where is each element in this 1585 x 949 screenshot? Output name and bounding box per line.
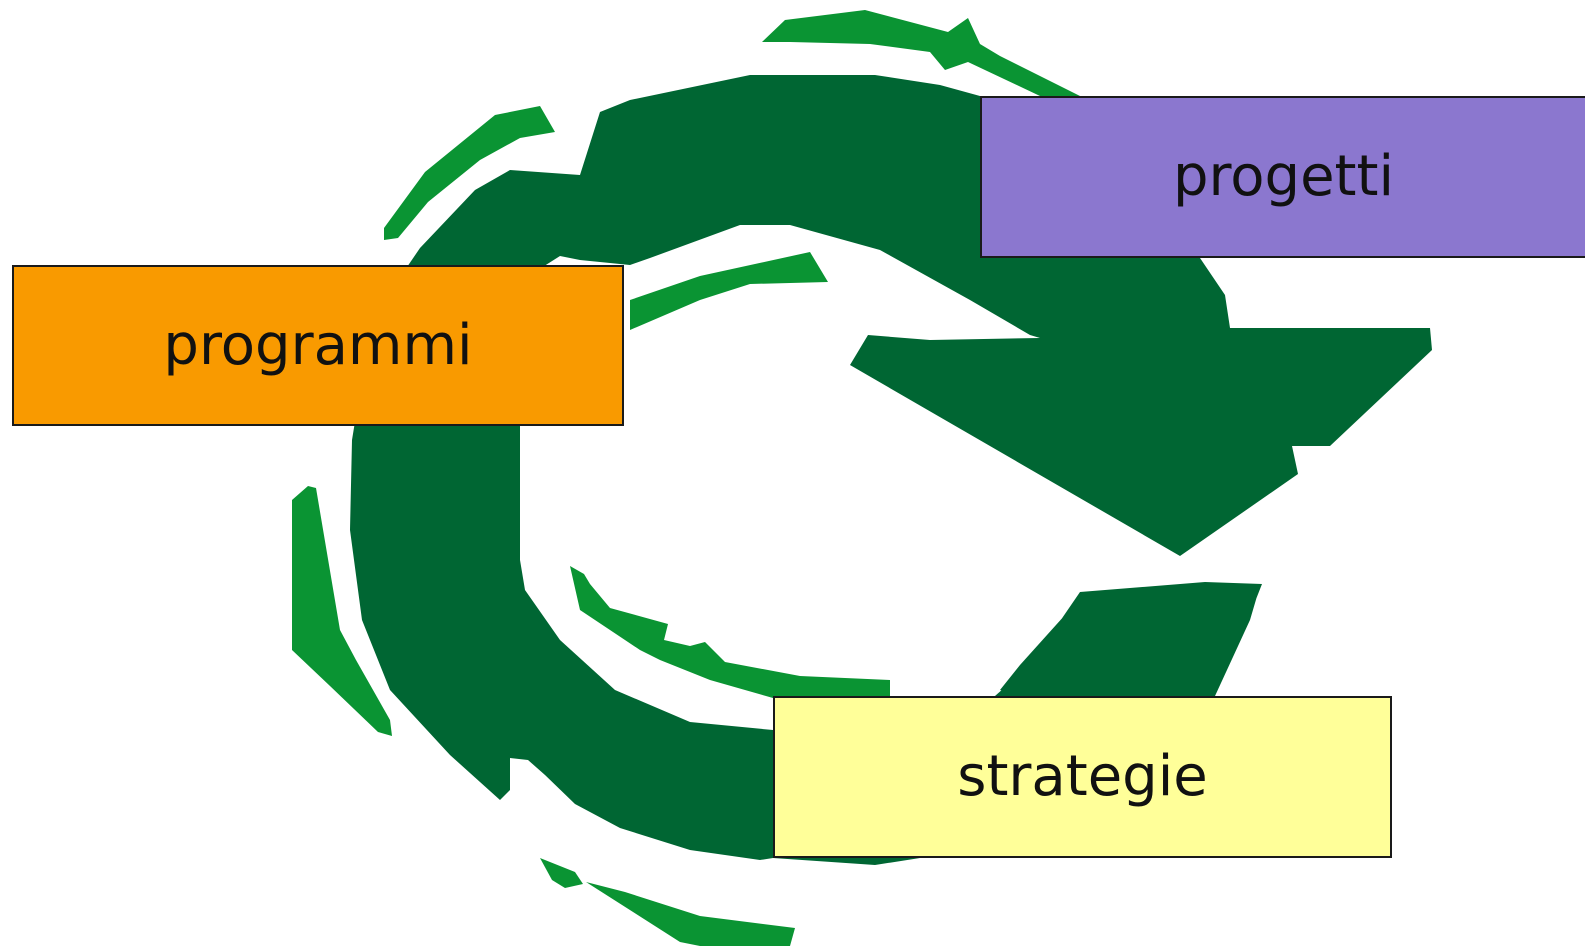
label-programmi: programmi	[163, 312, 473, 378]
swoosh-bottom	[586, 882, 795, 946]
swoosh-top	[762, 10, 1080, 96]
swoosh-upper-left	[384, 106, 555, 240]
swoosh-left	[292, 486, 392, 736]
label-progetti: progetti	[1172, 144, 1395, 209]
circular-arrow-body	[350, 75, 1432, 865]
swoosh-inner-top	[630, 252, 828, 330]
box-strategie: strategie	[773, 696, 1392, 858]
swoosh-fragments	[292, 10, 1080, 946]
swoosh-bottom-small	[540, 858, 583, 888]
box-progetti: progetti	[980, 96, 1585, 258]
label-strategie: strategie	[957, 744, 1208, 809]
box-programmi: programmi	[12, 265, 624, 426]
swoosh-inner-bottom	[570, 566, 890, 700]
